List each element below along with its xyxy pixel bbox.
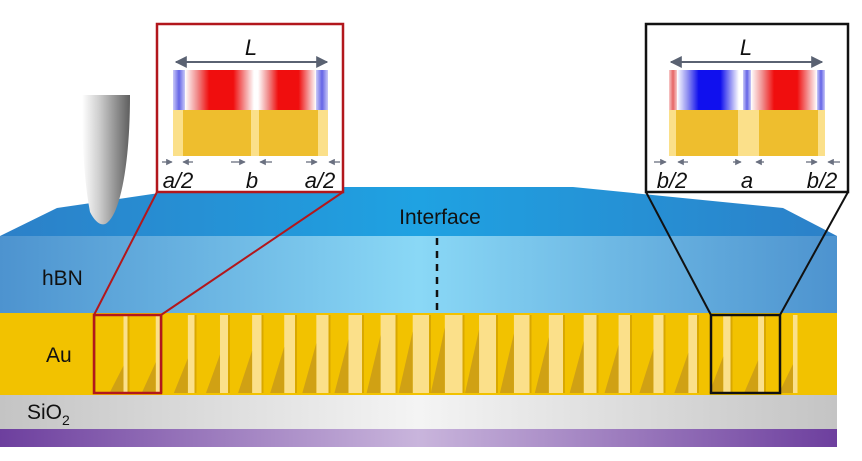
- grating-slit: [653, 315, 664, 393]
- grating-edge: [295, 315, 297, 393]
- grating-slit: [187, 315, 195, 393]
- sio2-layer: [0, 395, 837, 429]
- grating-edge: [362, 315, 364, 393]
- gold-grating: [94, 315, 798, 393]
- grating-slit: [688, 315, 697, 393]
- grating-shadow: [534, 337, 549, 393]
- grating-edge: [630, 315, 632, 393]
- base-layer: [0, 429, 837, 447]
- grating-slit: [444, 315, 463, 393]
- grating-slit: [380, 315, 396, 393]
- grating-slit: [792, 315, 798, 393]
- grating-edge: [429, 315, 431, 393]
- grating-slit: [219, 315, 228, 393]
- dim-label: a/2: [163, 168, 194, 193]
- au-label: Au: [46, 344, 72, 367]
- grating-shadow: [205, 354, 220, 393]
- grating-shadow: [604, 344, 619, 393]
- grating-slit: [284, 315, 295, 393]
- grating-shadow: [398, 331, 413, 393]
- grating-edge: [730, 315, 733, 393]
- grating-slit: [412, 315, 429, 393]
- grating-shadow: [109, 365, 124, 393]
- grating-edge: [127, 315, 130, 393]
- dim-label: a/2: [305, 168, 336, 193]
- grating-shadow: [366, 335, 381, 393]
- grating-slit: [252, 315, 262, 393]
- length-label: L: [740, 35, 752, 60]
- grating-slit: [618, 315, 630, 393]
- grating-shadow: [141, 362, 156, 393]
- grating-edge: [663, 315, 666, 393]
- grating-edge: [529, 315, 532, 393]
- grating-shadow: [334, 339, 349, 393]
- grating-edge: [328, 315, 331, 393]
- grating-edge: [697, 315, 699, 393]
- grating-slit: [155, 315, 161, 393]
- grating-shadow: [744, 360, 759, 393]
- left-inset: L a/2 b a/2: [155, 22, 345, 194]
- grating-shadow: [674, 352, 689, 393]
- grating-slit: [348, 315, 362, 393]
- grating-edge: [261, 315, 264, 393]
- length-label: L: [245, 35, 257, 60]
- grating-edge: [764, 315, 766, 393]
- grating-shadow: [709, 356, 724, 393]
- grating-shadow: [270, 346, 285, 393]
- hbn-top-surface: [0, 187, 837, 236]
- grating-shadow: [499, 333, 514, 393]
- interface-label: Interface: [399, 206, 481, 229]
- grating-slit: [723, 315, 731, 393]
- grating-shadow: [569, 341, 584, 393]
- grating-slit: [583, 315, 597, 393]
- hbn-label: hBN: [42, 267, 83, 290]
- grating-shadow: [302, 342, 317, 393]
- dim-label: a: [741, 168, 753, 193]
- grating-edge: [563, 315, 565, 393]
- grating-edge: [462, 315, 465, 393]
- probe-tip: [82, 95, 130, 225]
- right-inset: L b/2 a b/2: [644, 22, 850, 194]
- grating-slit: [316, 315, 329, 393]
- right-unit-cell-highlight: [709, 313, 782, 395]
- right-zoom-line: [645, 191, 712, 316]
- right-zoom-line: [779, 191, 849, 316]
- grating-edge: [194, 315, 197, 393]
- dim-label: b/2: [657, 168, 688, 193]
- grating-edge: [395, 315, 398, 393]
- left-zoom-line: [160, 191, 344, 316]
- grating-edge: [228, 315, 230, 393]
- dim-label: b: [246, 168, 258, 193]
- grating-shadow: [778, 364, 793, 393]
- dim-label: b/2: [807, 168, 838, 193]
- grating-shadow: [173, 358, 188, 393]
- left-unit-cell-highlight: [92, 313, 163, 395]
- grating-shadow: [430, 327, 445, 393]
- grating-slit: [123, 315, 128, 393]
- grating-shadow: [639, 348, 654, 393]
- grating-edge: [496, 315, 498, 393]
- hbn-layer: [0, 236, 837, 313]
- grating-edge: [596, 315, 599, 393]
- left-zoom-line: [93, 191, 158, 316]
- grating-slit: [758, 315, 764, 393]
- grating-slit: [548, 315, 563, 393]
- grating-shadow: [465, 329, 480, 393]
- sio2-label: SiO2: [27, 401, 70, 428]
- grating-shadow: [238, 350, 253, 393]
- grating-slit: [513, 315, 530, 393]
- grating-slit: [479, 315, 496, 393]
